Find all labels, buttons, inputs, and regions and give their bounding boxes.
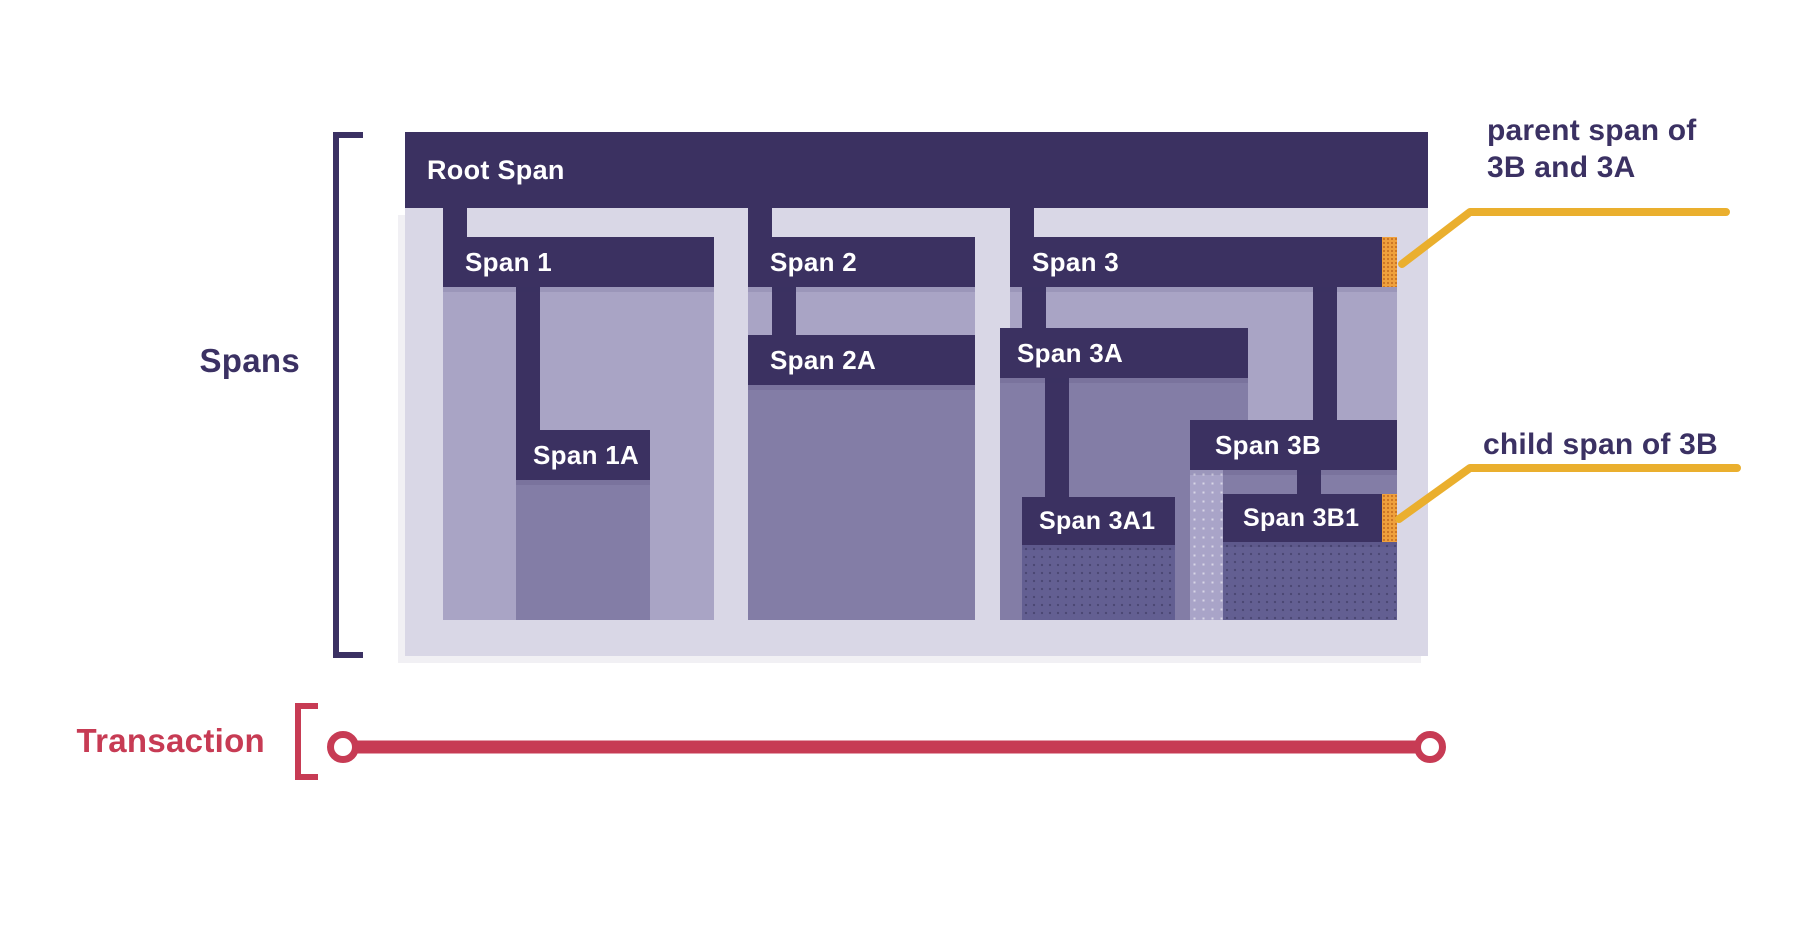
transaction-bracket xyxy=(295,703,318,780)
span3-connector xyxy=(1010,208,1034,237)
span3b-bar: Span 3B xyxy=(1190,420,1397,470)
root-span-label: Root Span xyxy=(427,154,565,185)
root-span-bar: Root Span xyxy=(405,132,1428,208)
span2-label: Span 2 xyxy=(770,246,858,277)
span3-parent-highlight-marker xyxy=(1382,237,1397,287)
span1a-connector xyxy=(516,287,540,430)
parent-span-annotation-line2: 3B and 3A xyxy=(1487,151,1636,184)
transaction-axis-label: Transaction xyxy=(76,722,265,759)
span3a1-duration-region xyxy=(1022,545,1175,620)
span3b1-child-highlight-marker xyxy=(1382,494,1397,542)
span3a-bar: Span 3A xyxy=(1000,328,1248,378)
span3a1-connector xyxy=(1045,378,1069,497)
span3b-connector xyxy=(1313,287,1337,420)
span3-bar: Span 3 xyxy=(1010,237,1397,287)
transaction-end-circle-icon xyxy=(1414,731,1446,763)
spans-bracket xyxy=(333,132,363,658)
span1-label: Span 1 xyxy=(465,246,553,277)
span3b-duration-gap xyxy=(1190,470,1223,620)
span1-bar: Span 1 xyxy=(443,237,714,287)
parent-span-callout-line-icon xyxy=(1398,208,1730,268)
span2-bar: Span 2 xyxy=(748,237,975,287)
span3b1-duration-region xyxy=(1223,542,1397,620)
child-span-callout-line-icon xyxy=(1395,464,1741,523)
span2a-label: Span 2A xyxy=(770,344,877,375)
transaction-start-circle-icon xyxy=(327,731,359,763)
span2a-bar: Span 2A xyxy=(748,335,975,385)
span3a1-bar: Span 3A1 xyxy=(1022,497,1175,545)
span1a-duration-region xyxy=(516,480,650,620)
span2a-duration-region xyxy=(748,385,975,620)
span3b-label: Span 3B xyxy=(1215,429,1322,460)
span3a-label: Span 3A xyxy=(1017,337,1124,368)
span1a-bar: Span 1A xyxy=(516,430,650,480)
span3a1-label: Span 3A1 xyxy=(1039,506,1156,535)
span3b1-bar: Span 3B1 xyxy=(1223,494,1397,542)
child-span-annotation: child span of 3B xyxy=(1483,428,1718,461)
span1-connector xyxy=(443,208,467,237)
span3-label: Span 3 xyxy=(1032,246,1120,277)
span3b1-connector xyxy=(1297,470,1321,494)
spans-axis-label: Spans xyxy=(199,342,300,379)
span2-connector xyxy=(748,208,772,237)
span3b1-label: Span 3B1 xyxy=(1243,503,1360,532)
parent-span-annotation-line1: parent span of xyxy=(1487,114,1697,147)
span2a-connector xyxy=(772,287,796,335)
span1a-label: Span 1A xyxy=(533,439,640,470)
parent-span-annotation: parent span of 3B and 3A xyxy=(1487,112,1787,186)
span3a-connector xyxy=(1022,287,1046,328)
